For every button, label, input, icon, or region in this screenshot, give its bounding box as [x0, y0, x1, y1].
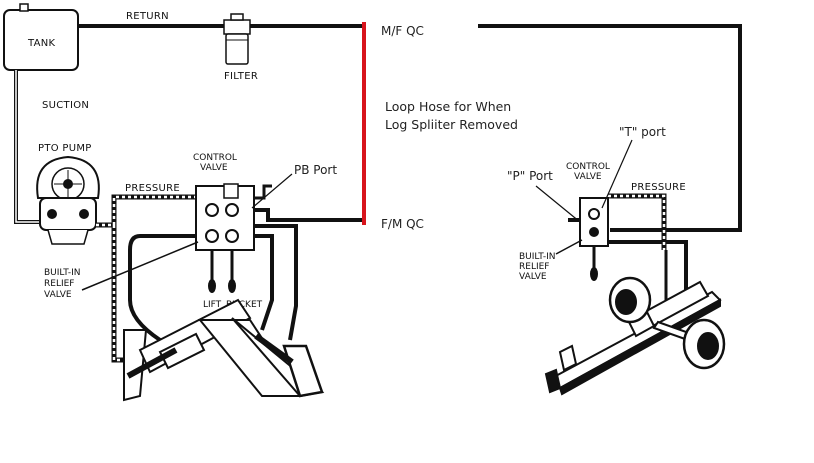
right-control-valve-label: CONTROL VALVE [566, 162, 613, 182]
pressure-label: PRESSURE [125, 183, 180, 194]
bucket-label: BUCKET [226, 300, 263, 310]
suction-line: SUCTION [14, 70, 89, 224]
qc-bottom-label: F/M QC [381, 217, 424, 231]
control-valve: CONTROL VALVE LIFT BUCKET [193, 153, 263, 310]
filter: FILTER [223, 13, 258, 82]
p-port-pointer [535, 185, 581, 223]
tank-label: TANK [27, 38, 56, 49]
pb-port-label: PB Port [294, 163, 337, 177]
right-relief-pointer [555, 239, 583, 255]
log-splitter [544, 276, 726, 396]
right-pressure-label: PRESSURE [631, 182, 686, 193]
t-port-pointer [601, 139, 633, 209]
relief-valve-pointer [81, 241, 199, 291]
pto-pump-label: PTO PUMP [38, 143, 92, 154]
filter-label: FILTER [224, 71, 258, 82]
t-port-label: "T" port [619, 125, 666, 139]
return-line: RETURN [78, 11, 364, 28]
pto-pump: PTO PUMP [36, 143, 100, 245]
lift-label: LIFT [203, 300, 222, 310]
pb-port-pointer [251, 173, 293, 209]
tank: TANK [3, 3, 79, 71]
right-relief-valve-label: BUILT-IN RELIEF VALVE [519, 252, 558, 282]
qc-hoses-left [128, 184, 364, 358]
p-port-label: "P" Port [507, 169, 553, 183]
suction-label: SUCTION [42, 100, 89, 111]
loader-assembly [123, 298, 325, 402]
control-valve-label: CONTROL VALVE [193, 153, 240, 173]
qc-top-label: M/F QC [381, 24, 424, 38]
return-label: RETURN [126, 11, 169, 22]
relief-valve-label: BUILT-IN RELIEF VALVE [44, 268, 83, 300]
loop-hose-note: Loop Hose for When Log Spliiter Removed [385, 99, 518, 132]
